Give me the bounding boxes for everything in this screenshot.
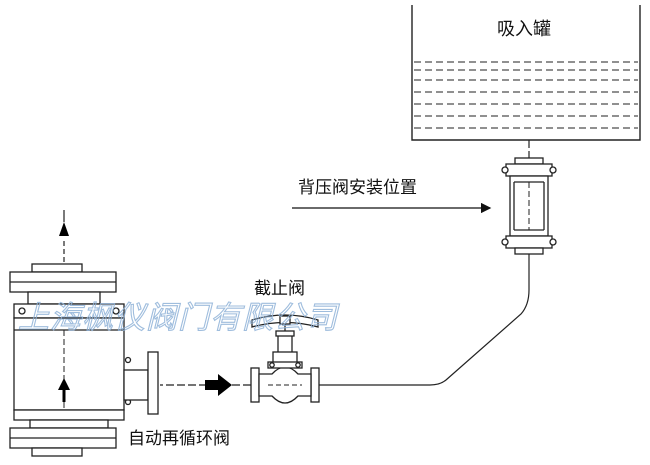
flow-direction-arrow (205, 374, 232, 396)
backpressure-valve (501, 157, 557, 255)
tank-label: 吸入罐 (497, 19, 551, 40)
recirc-valve-label: 自动再循环阀 (128, 429, 230, 449)
backpressure-label: 背压阀安装位置 (298, 178, 417, 198)
tank-liquid-lines (414, 61, 638, 129)
recirc-outlet-line (59, 210, 69, 262)
suction-tank (411, 5, 641, 141)
company-watermark: 上海枫仪阀门有限公司 (18, 300, 340, 336)
stop-valve (250, 314, 320, 404)
auto-recirculation-valve (9, 263, 159, 457)
recirc-inner-arrow (58, 378, 70, 402)
stop-valve-label: 截止阀 (254, 279, 305, 299)
